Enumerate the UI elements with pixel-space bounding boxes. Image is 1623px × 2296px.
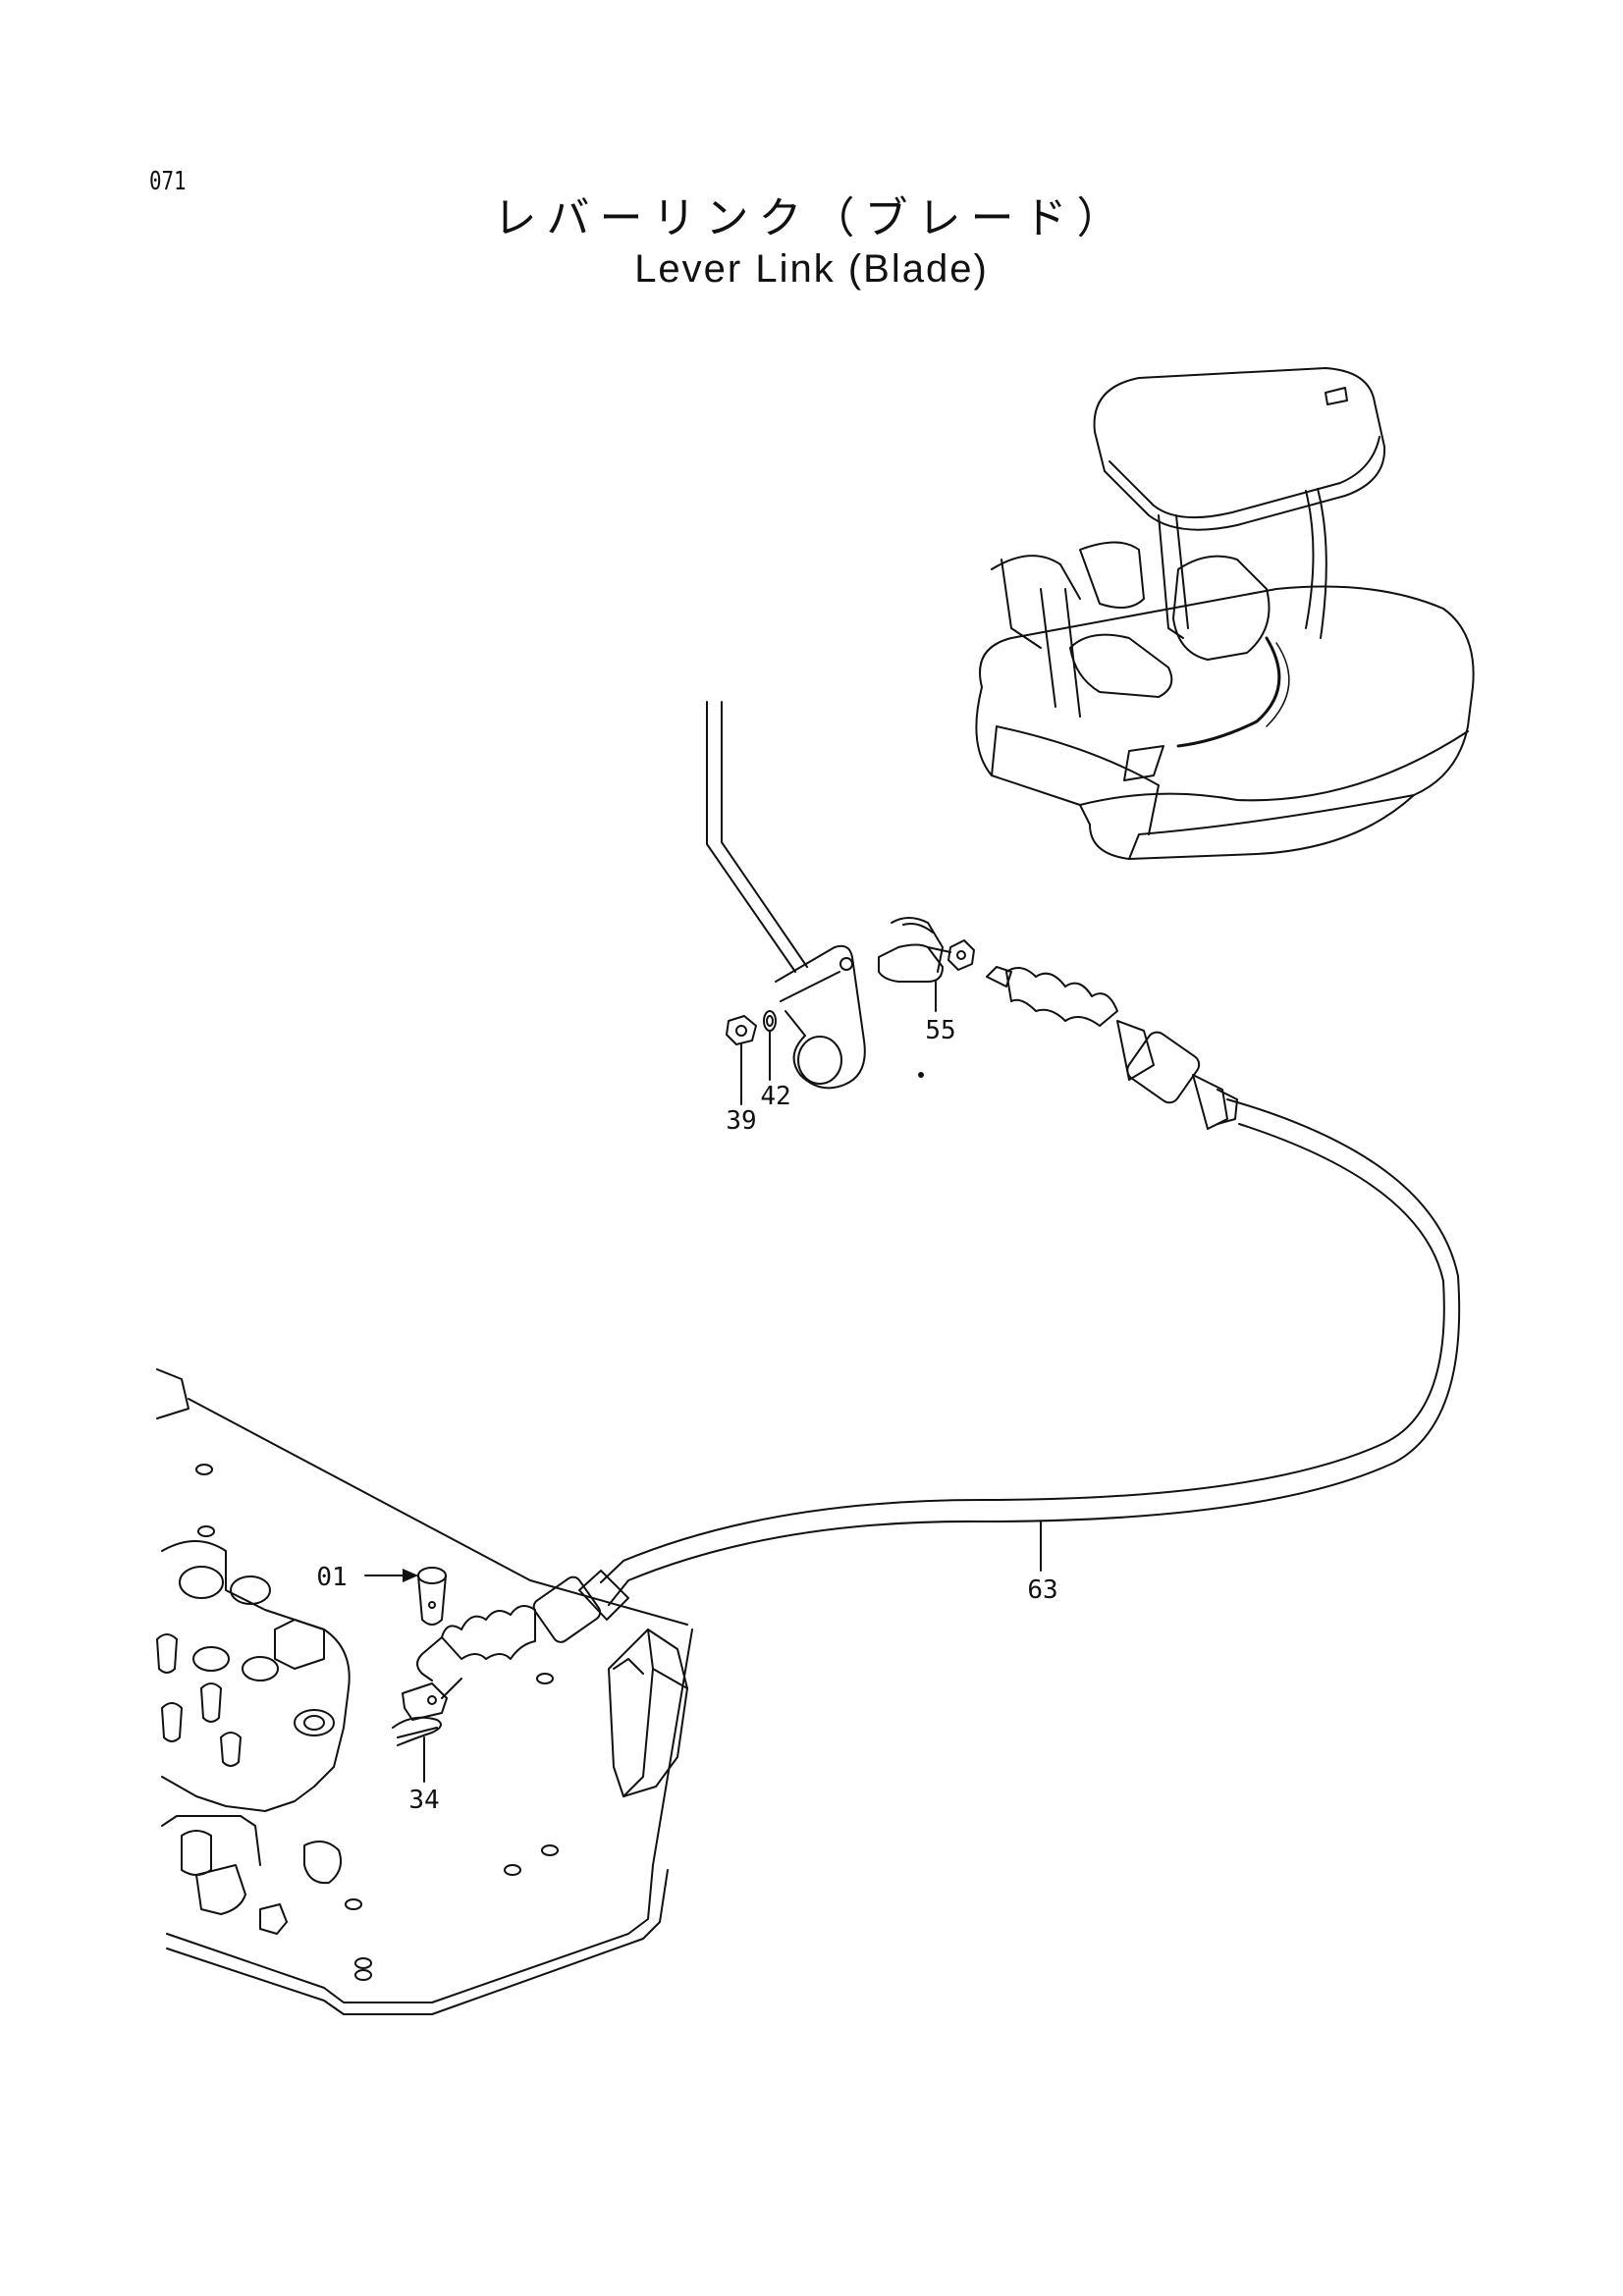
cotter-pin-34 [392,1716,442,1746]
callout-42: 42 [760,1082,790,1111]
clevis-pin-01 [417,1567,447,1626]
callout-63: 63 [1027,1575,1057,1605]
cable-bracket [608,1629,688,1797]
lever-bracket [775,944,866,1090]
control-valve-plate [156,1368,693,2015]
callout-34: 34 [408,1786,439,1815]
title-english: Lever Link (Blade) [634,247,989,291]
title-japanese: レバーリンク（ブレード） [493,193,1130,243]
washer-42 [763,1010,777,1032]
leader-01-arrow [403,1569,418,1582]
lever-arm [706,701,808,973]
stray-dot [918,1072,924,1078]
callout-39: 39 [726,1106,756,1136]
page-number: 071 [149,167,187,196]
callout-55: 55 [925,1016,955,1045]
callout-01: 01 [316,1563,347,1592]
excavator-overview-illustration [975,367,1475,860]
ball-joint-55 [878,917,975,983]
nut-39 [726,1015,757,1045]
cable-63 [416,966,1461,1682]
